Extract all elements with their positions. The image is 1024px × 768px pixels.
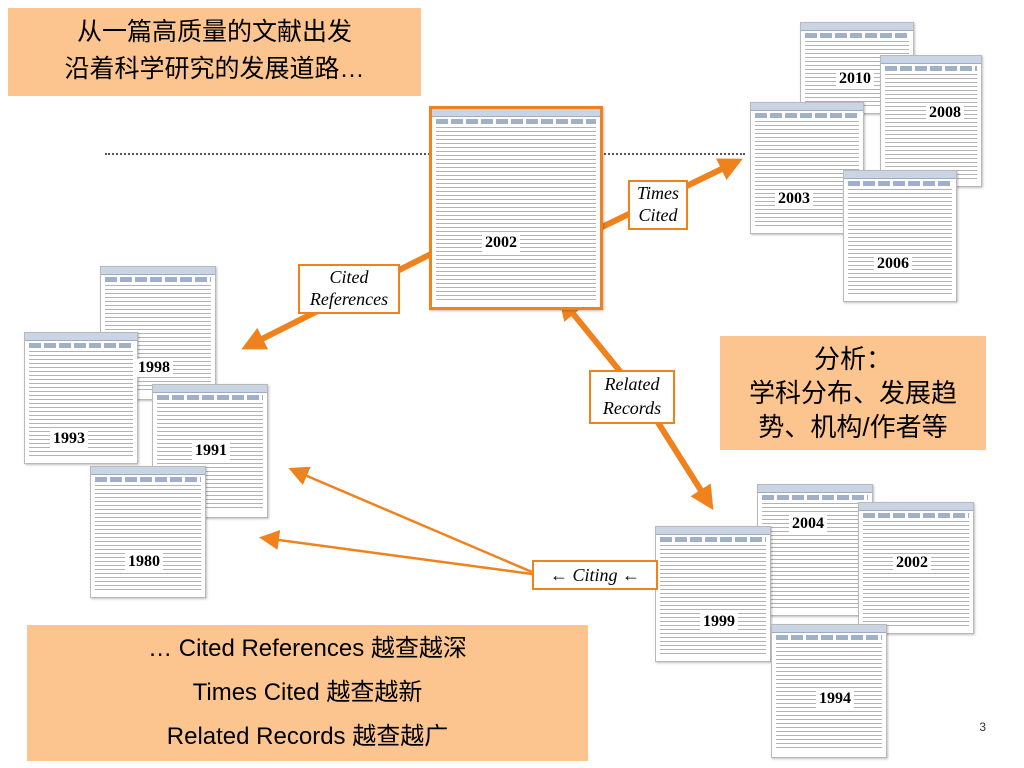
year-2006: 2006: [874, 255, 912, 273]
summary-box: … Cited References 越查越深 Times Cited 越查越新…: [27, 625, 588, 761]
record-2004: [757, 484, 873, 616]
cited-references-line-1: Cited: [329, 267, 369, 287]
citing-label: ← Citing ←: [532, 560, 658, 590]
times-cited-label: Times Cited: [628, 180, 688, 230]
cited-references-label: Cited References: [298, 264, 400, 314]
arrow-citing-2: [259, 530, 533, 576]
year-2010: 2010: [836, 70, 874, 88]
record-2006: [843, 170, 957, 302]
year-2003: 2003: [775, 190, 813, 208]
arrow-citing-1: [288, 466, 533, 574]
year-2008: 2008: [926, 104, 964, 122]
record-1994: [771, 624, 887, 758]
year-2002-related: 2002: [893, 554, 931, 572]
year-1998: 1998: [135, 359, 173, 377]
year-1980: 1980: [125, 553, 163, 571]
analysis-line-3: 势、机构/作者等: [758, 412, 948, 442]
title-line-1: 从一篇高质量的文献出发: [76, 18, 352, 46]
analysis-line-2: 学科分布、发展趋: [748, 378, 957, 408]
times-cited-line-1: Times: [636, 183, 679, 203]
year-2004: 2004: [789, 515, 827, 533]
year-1994: 1994: [816, 690, 854, 708]
year-1993: 1993: [50, 430, 88, 448]
dotted-divider: [105, 153, 745, 155]
title-line-2: 沿着科学研究的发展道路…: [64, 55, 365, 83]
summary-line-2: Times Cited 越查越新: [192, 679, 423, 706]
record-1999: [655, 526, 771, 662]
year-1991: 1991: [192, 442, 230, 460]
related-records-line-1: Related: [604, 374, 660, 394]
summary-line-3: Related Records 越查越广: [166, 723, 449, 750]
center-record: [429, 106, 603, 310]
summary-line-1: … Cited References 越查越深: [148, 635, 467, 662]
title-box: 从一篇高质量的文献出发 沿着科学研究的发展道路…: [8, 8, 421, 96]
page-number: 3: [979, 720, 986, 734]
record-2008: [880, 55, 982, 187]
year-1999: 1999: [700, 613, 738, 631]
cited-references-line-2: References: [309, 289, 389, 309]
analysis-line-1: 分析：: [813, 344, 892, 374]
analysis-box: 分析： 学科分布、发展趋 势、机构/作者等: [720, 336, 986, 450]
related-records-line-2: Records: [602, 398, 662, 418]
year-center: 2002: [482, 234, 520, 252]
record-1980: [90, 466, 206, 598]
related-records-label: Related Records: [589, 370, 675, 424]
times-cited-line-2: Cited: [638, 205, 678, 225]
